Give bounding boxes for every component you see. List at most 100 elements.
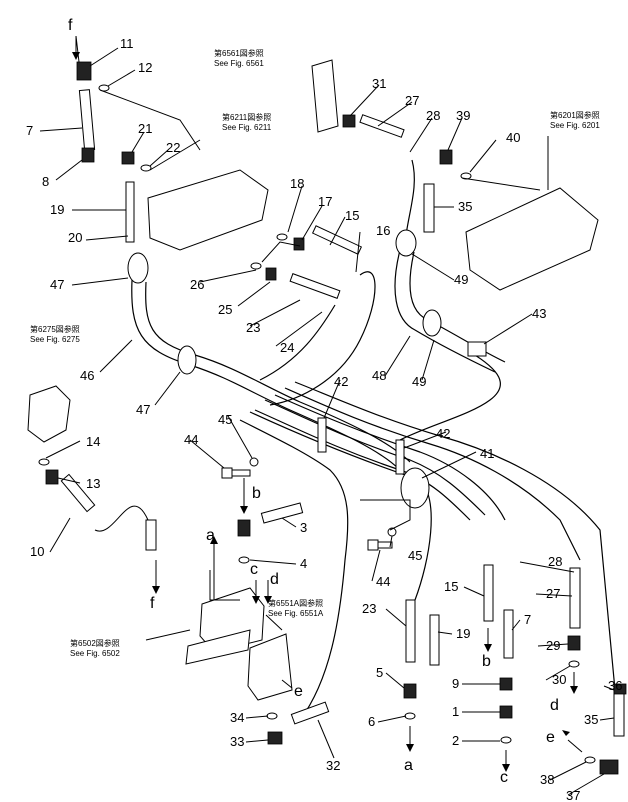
connection-letter: c xyxy=(250,561,258,578)
part-number: 23 xyxy=(246,320,260,335)
part-number: 18 xyxy=(290,176,304,191)
svg-text:See Fig. 6502: See Fig. 6502 xyxy=(70,649,120,658)
valve-block-6561 xyxy=(311,59,339,133)
svg-text:第6211図参照: 第6211図参照 xyxy=(222,112,271,122)
oring-34 xyxy=(266,712,278,720)
hose-23-upper xyxy=(289,273,341,299)
union-9 xyxy=(499,677,513,691)
clamp-43 xyxy=(467,341,487,357)
part-number: 49 xyxy=(412,374,426,389)
svg-text:See Fig. 6551A: See Fig. 6551A xyxy=(268,609,324,618)
ref-line-a-c xyxy=(209,570,240,601)
part-number: 36 xyxy=(608,678,622,693)
part-number: 10 xyxy=(30,544,44,559)
hose-10 xyxy=(60,473,96,513)
part-number: 1 xyxy=(452,704,459,719)
hose-7-lower xyxy=(503,609,514,659)
part-number: 32 xyxy=(326,758,340,773)
elbow-21 xyxy=(121,151,135,165)
part-number: 47 xyxy=(50,277,64,292)
svg-text:See Fig. 6211: See Fig. 6211 xyxy=(222,123,272,132)
hose-bundle xyxy=(239,381,616,721)
part-number: 40 xyxy=(506,130,520,145)
part-numbers: 11 12 7 8 21 22 19 20 47 46 47 18 17 15 … xyxy=(26,36,622,802)
part-number: 48 xyxy=(372,368,386,383)
part-number: 44 xyxy=(184,432,198,447)
ref-line-6502 xyxy=(145,629,191,641)
part-number: 42 xyxy=(334,374,348,389)
sleeve-47-lower xyxy=(177,345,197,375)
part-number: 47 xyxy=(136,402,150,417)
part-number: 13 xyxy=(86,476,100,491)
part-number: 44 xyxy=(376,574,390,589)
hose-19-20 xyxy=(125,181,135,243)
connection-letter: f xyxy=(150,595,155,612)
part-number: 45 xyxy=(408,548,422,563)
connection-letter: d xyxy=(270,571,279,588)
part-number: 25 xyxy=(218,302,232,317)
part-number: 7 xyxy=(524,612,531,627)
svg-text:第6502図参照: 第6502図参照 xyxy=(70,638,120,648)
hose-15-lower xyxy=(483,564,494,622)
connection-letters: f f b b a a c c d d e e xyxy=(68,17,559,786)
part-number: 28 xyxy=(548,554,562,569)
part-number: 12 xyxy=(138,60,152,75)
part-number: 35 xyxy=(458,199,472,214)
connection-letter: b xyxy=(252,485,261,502)
connection-letter: d xyxy=(550,697,559,714)
hose-23-lower xyxy=(405,599,416,663)
sleeve-47-upper xyxy=(127,252,149,284)
ref-6502: 第6502図参照 See Fig. 6502 xyxy=(70,638,120,658)
hose-35-upper xyxy=(423,183,435,233)
union-17 xyxy=(293,237,305,251)
part-number: 19 xyxy=(456,626,470,641)
hose-19-lower xyxy=(429,614,440,666)
clamp-42-a xyxy=(317,417,327,453)
connection-letter: b xyxy=(482,653,491,670)
clamp-42-b xyxy=(395,439,405,475)
oring-38 xyxy=(584,756,596,764)
svg-text:See Fig. 6201: See Fig. 6201 xyxy=(550,121,600,130)
part-number: 30 xyxy=(552,672,566,687)
part-number: 33 xyxy=(230,734,244,749)
part-number: 38 xyxy=(540,772,554,787)
ref-line-6551a xyxy=(265,614,283,631)
ref-line-41 xyxy=(360,499,411,531)
part-number: 27 xyxy=(546,586,560,601)
part-number: 21 xyxy=(138,121,152,136)
union-5 xyxy=(403,683,417,699)
part-number: 15 xyxy=(345,208,359,223)
bolt-44-a xyxy=(221,467,251,479)
part-number: 29 xyxy=(546,638,560,653)
part-number: 16 xyxy=(376,223,390,238)
hose-27-upper xyxy=(359,114,405,138)
union-29 xyxy=(567,635,581,651)
elbow-37 xyxy=(599,759,619,775)
svg-text:第6561図参照: 第6561図参照 xyxy=(214,48,264,58)
part-number: 2 xyxy=(452,733,459,748)
sleeve-49-lower xyxy=(422,309,442,337)
union-31 xyxy=(342,114,356,128)
part-number: 49 xyxy=(454,272,468,287)
oring-6 xyxy=(404,712,416,720)
part-number: 23 xyxy=(362,601,376,616)
part-number: 46 xyxy=(80,368,94,383)
oring-4 xyxy=(238,556,250,564)
connection-letter: e xyxy=(546,729,555,746)
hose-35-lower xyxy=(613,689,625,737)
svg-text:See Fig. 6275: See Fig. 6275 xyxy=(30,335,80,344)
oring-2 xyxy=(500,736,512,744)
tee-3-4 xyxy=(237,519,251,537)
ref-6561: 第6561図参照 See Fig. 6561 xyxy=(214,48,264,68)
fitting-36 xyxy=(613,683,627,695)
part-number: 22 xyxy=(166,140,180,155)
part-number: 31 xyxy=(372,76,386,91)
hose-3 xyxy=(260,502,304,524)
main-hose-left xyxy=(131,279,411,471)
connection-letter: a xyxy=(404,757,413,774)
bolt-44-b xyxy=(367,539,393,551)
part-number: 9 xyxy=(452,676,459,691)
part-number: 17 xyxy=(318,194,332,209)
